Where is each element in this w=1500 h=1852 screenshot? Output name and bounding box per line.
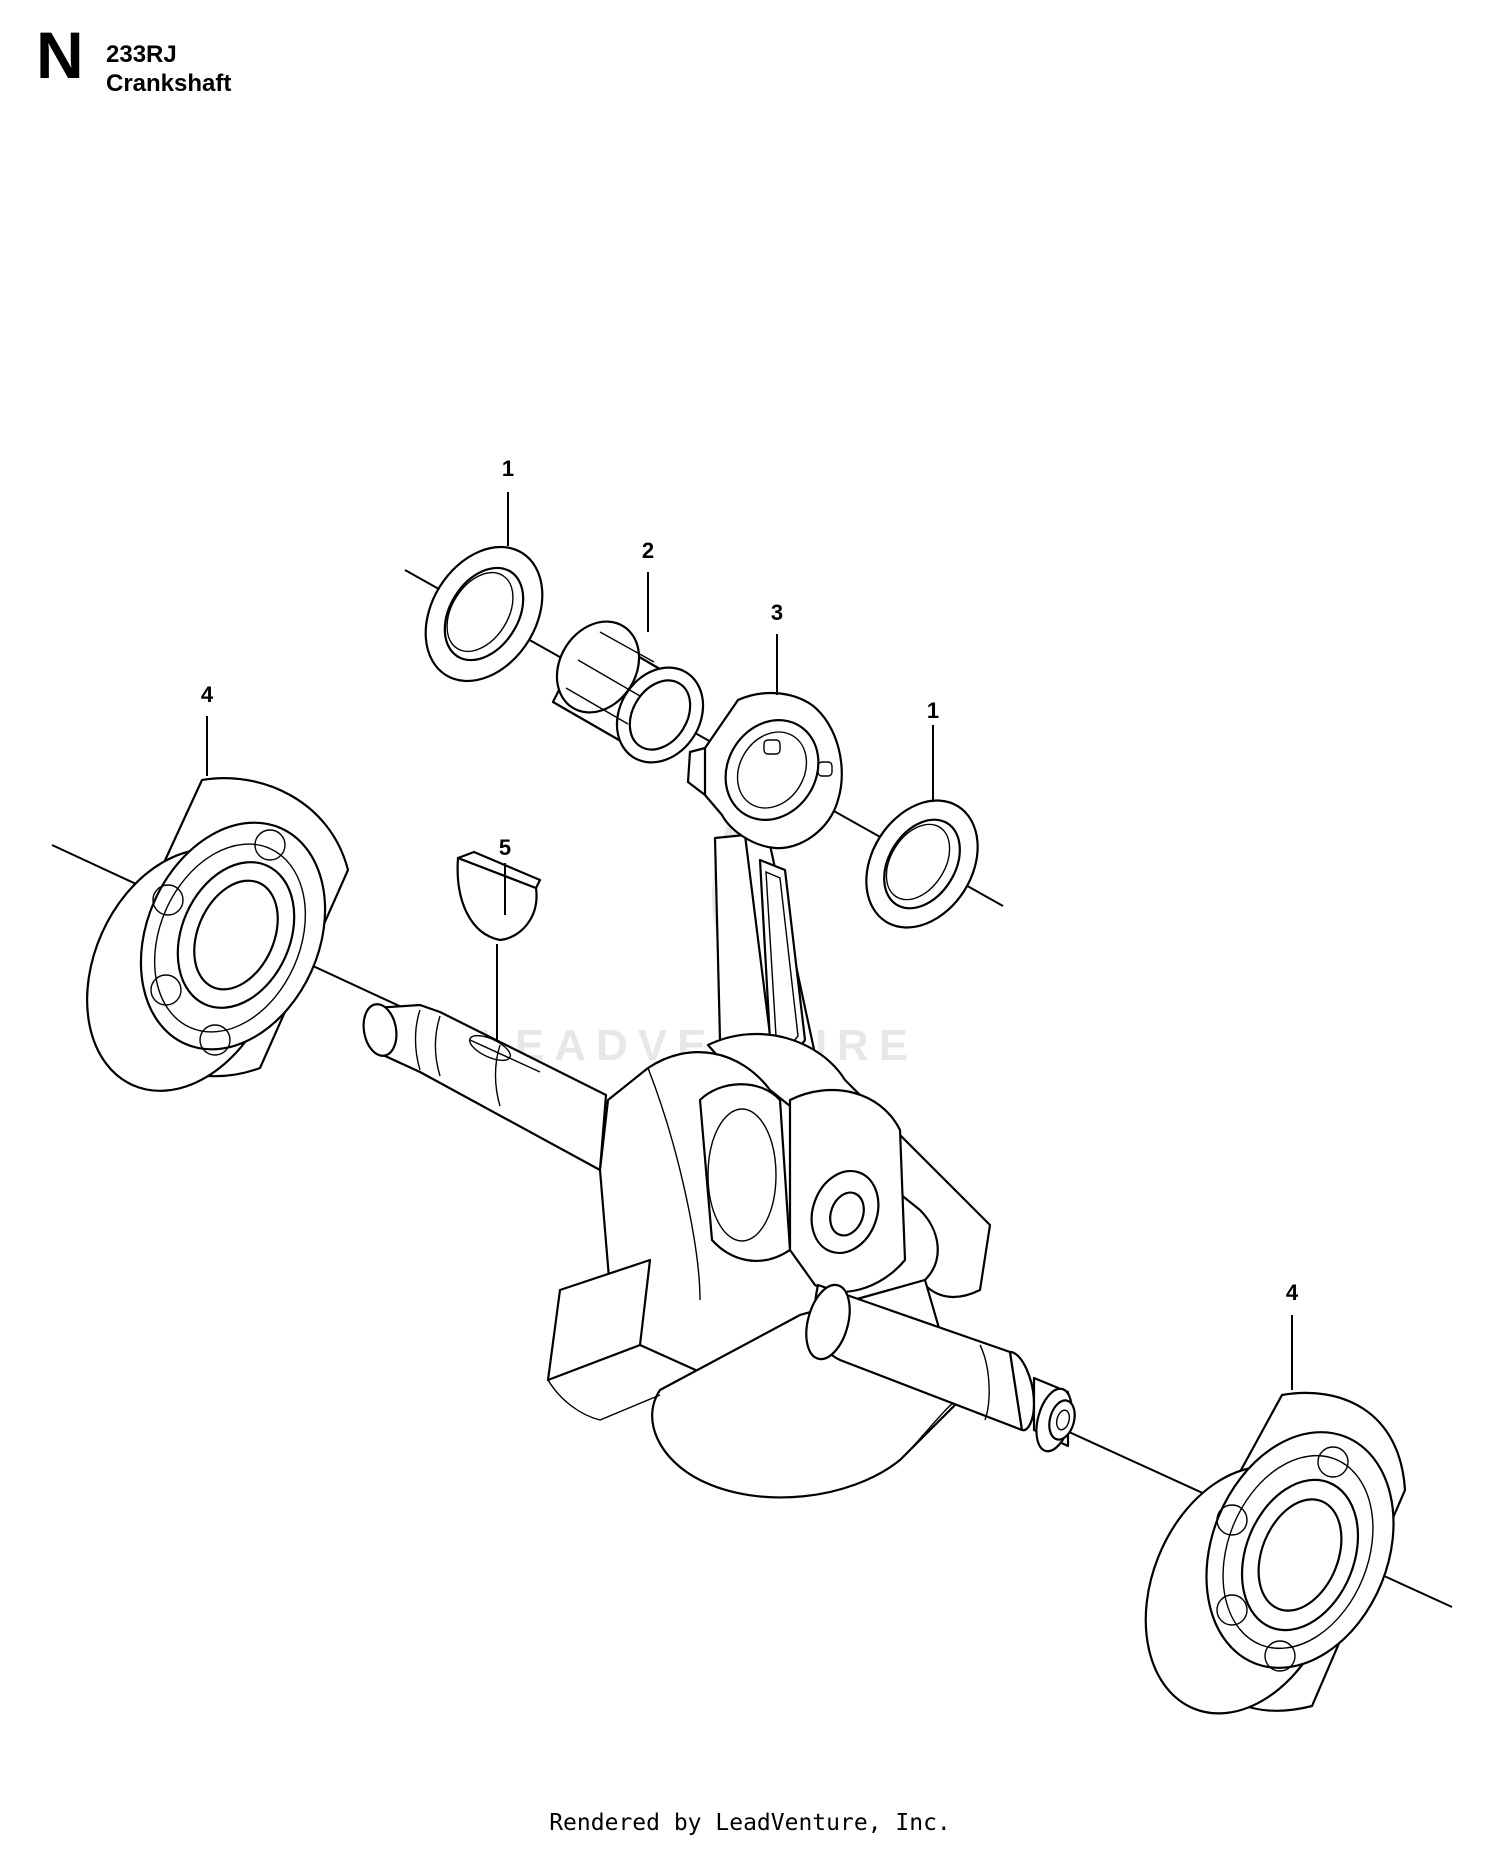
callout-1-upper: 1 [502,456,514,481]
callout-4-right: 4 [1286,1280,1299,1305]
callout-2: 2 [642,538,654,563]
callout-4-left: 4 [201,682,214,707]
callouts: 1 2 3 1 4 5 4 [201,456,1299,1305]
section-letter: N [36,18,84,92]
part-2-needle-bearing [551,620,705,764]
part-1-thrust-washer-lower [865,799,979,929]
part-1-thrust-washer-upper [424,545,544,683]
diagram-title: Crankshaft [106,70,232,97]
title-block: 233RJ Crankshaft [106,40,231,98]
part-5-woodruff-key [456,850,542,942]
callout-3: 3 [771,600,783,625]
callout-1-lower: 1 [927,698,939,723]
leader-lines [206,492,1293,1390]
part-4-ball-bearing-left [86,777,350,1092]
part-4-ball-bearing-right [1144,1391,1407,1715]
watermark: LEADVENTURE [478,800,908,1070]
callout-5: 5 [499,835,511,860]
crankshaft [362,1003,1076,1499]
model-number: 233RJ [106,41,177,68]
footer-credit: Rendered by LeadVenture, Inc. [549,1810,951,1836]
